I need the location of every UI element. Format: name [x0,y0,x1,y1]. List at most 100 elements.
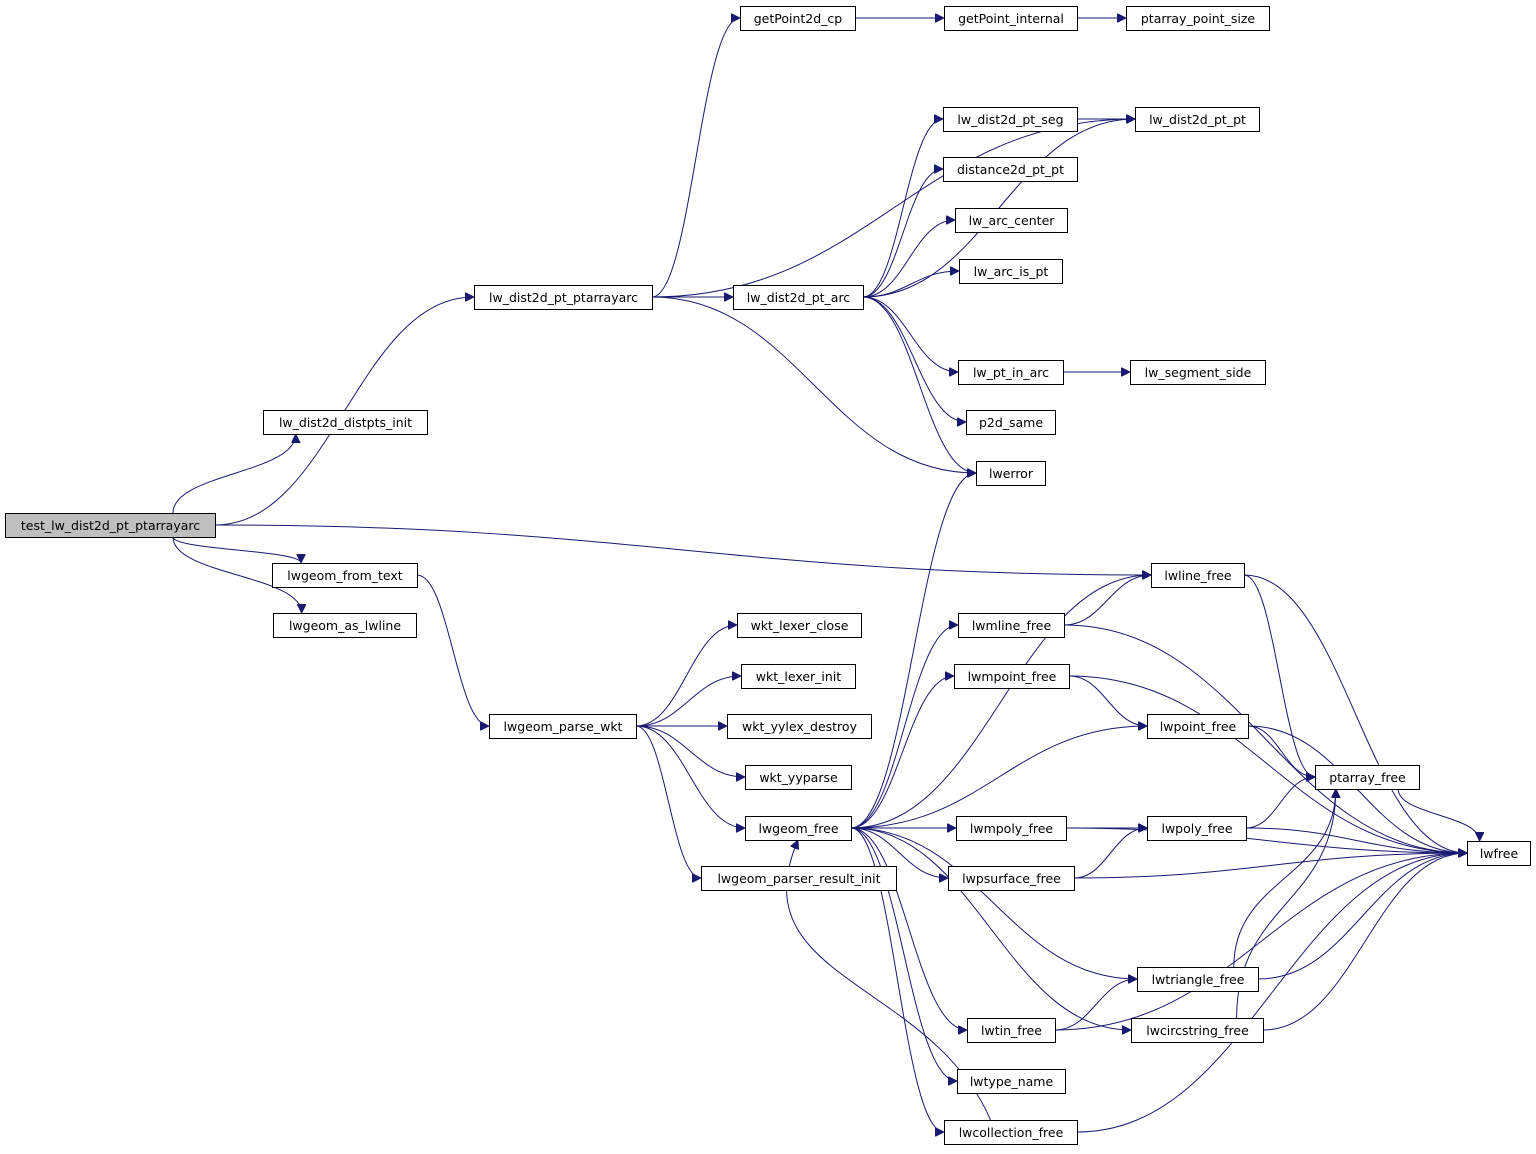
edge-ptarray_free-to-lwfree [1397,788,1479,842]
edge-lw_dist2d_pt_arc-to-lw_dist2d_pt_seg [862,119,944,298]
edge-lwgeom_free-to-lwpsurface_free [850,827,948,878]
node-test_lw_dist2d_pt_ptarrayarc[interactable]: test_lw_dist2d_pt_ptarrayarc [5,513,216,538]
node-lwtype_name[interactable]: lwtype_name [957,1069,1066,1094]
node-box [1315,765,1420,790]
edge-lwgeom_free-to-lwmline_free [850,625,958,829]
node-lwpoint_free[interactable]: lwpoint_free [1147,714,1249,739]
node-lwgeom_free[interactable]: lwgeom_free [745,816,852,841]
node-lwmline_free[interactable]: lwmline_free [958,613,1065,638]
node-box [948,866,1075,891]
edge-lw_dist2d_pt_arc-to-lwerror [862,296,976,473]
node-lw_dist2d_pt_pt[interactable]: lw_dist2d_pt_pt [1135,107,1260,132]
node-ptarray_free[interactable]: ptarray_free [1315,765,1420,790]
edge-lwmline_free-to-lwfree [1063,624,1467,853]
node-label: ptarray_point_size [1141,11,1256,26]
edge-lw_dist2d_pt_arc-to-lw_arc_center [862,220,955,298]
node-p2d_same[interactable]: p2d_same [966,410,1056,435]
edge-lw_dist2d_pt_ptarrayarc-to-getPoint2d_cp [651,18,741,298]
node-label: lw_dist2d_pt_pt [1149,112,1246,127]
edge-lwpsurface_free-to-lwpoly_free [1073,828,1147,879]
node-lwgeom_parser_result_init[interactable]: lwgeom_parser_result_init [701,866,897,891]
node-lw_dist2d_pt_arc[interactable]: lw_dist2d_pt_arc [733,285,864,310]
edge-lwgeom_free-to-lwtype_name [850,827,957,1081]
edge-lwgeom_free-to-lwtriangle_free [850,827,1137,979]
node-lwgeom_from_text[interactable]: lwgeom_from_text [272,563,418,588]
edge-lwgeom_free-to-lwerror [850,473,976,829]
edge-lwline_free-to-ptarray_free [1243,574,1316,777]
node-box [737,613,862,638]
node-lwpoly_free[interactable]: lwpoly_free [1147,816,1247,841]
node-label: lw_dist2d_pt_seg [957,112,1063,127]
node-lwcollection_free[interactable]: lwcollection_free [944,1120,1078,1145]
node-distance2d_pt_pt[interactable]: distance2d_pt_pt [943,157,1078,182]
node-wkt_yylex_destroy[interactable]: wkt_yylex_destroy [727,714,872,739]
edge-lwgeom_parse_wkt-to-wkt_lexer_close [635,625,737,727]
node-lwline_free[interactable]: lwline_free [1151,563,1245,588]
node-box [944,1120,1078,1145]
edge-lwgeom_free-to-lwcollection_free [850,827,945,1132]
edge-lw_dist2d_pt_arc-to-distance2d_pt_pt [862,169,943,298]
node-label: wkt_yyparse [759,770,838,785]
edge-test_lw_dist2d_pt_ptarrayarc-to-lw_dist2d_distpts_init [172,434,296,514]
node-box [966,410,1056,435]
node-label: lw_arc_is_pt [974,264,1049,279]
node-box [1147,816,1247,841]
node-lwtin_free[interactable]: lwtin_free [967,1018,1056,1043]
node-label: lwline_free [1164,568,1231,583]
edge-lwpsurface_free-to-lwfree [1073,853,1467,879]
node-label: p2d_same [979,415,1043,430]
edge-lwmpoly_free-to-lwfree [1065,827,1467,853]
node-label: lwpoint_free [1160,719,1237,734]
node-lw_dist2d_distpts_init[interactable]: lw_dist2d_distpts_init [263,410,428,435]
node-getPoint2d_cp[interactable]: getPoint2d_cp [740,6,856,31]
node-label: lw_arc_center [969,213,1056,228]
node-label: lw_dist2d_pt_arc [747,290,851,305]
node-label: ptarray_free [1329,770,1406,785]
node-ptarray_point_size[interactable]: ptarray_point_size [1126,6,1270,31]
node-lwgeom_parse_wkt[interactable]: lwgeom_parse_wkt [489,714,637,739]
node-label: lwgeom_free [758,821,838,836]
node-lwcircstring_free[interactable]: lwcircstring_free [1131,1018,1264,1043]
edge-lwline_free-to-lwfree [1243,574,1467,853]
node-box [263,410,428,435]
node-getPoint_internal[interactable]: getPoint_internal [944,6,1078,31]
node-box [727,714,872,739]
node-box [740,6,856,31]
node-label: lwtriangle_free [1152,972,1245,987]
node-box [959,259,1063,284]
node-lw_dist2d_pt_ptarrayarc[interactable]: lw_dist2d_pt_ptarrayarc [474,285,653,310]
edge-lwtriangle_free-to-ptarray_free [1233,789,1336,968]
edge-lwtin_free-to-lwfree [1054,853,1467,1031]
node-box [958,360,1064,385]
node-lwgeom_as_lwline[interactable]: lwgeom_as_lwline [273,613,417,638]
node-wkt_lexer_init[interactable]: wkt_lexer_init [741,664,856,689]
edge-lw_dist2d_pt_ptarrayarc-to-lwerror [651,296,976,473]
node-label: lwtype_name [970,1074,1054,1089]
node-box [489,714,637,739]
node-box [5,513,216,538]
node-lwfree[interactable]: lwfree [1467,841,1531,866]
node-wkt_yyparse[interactable]: wkt_yyparse [745,765,852,790]
node-lw_arc_center[interactable]: lw_arc_center [955,208,1068,233]
node-lwerror[interactable]: lwerror [976,461,1046,486]
node-label: lwtin_free [981,1023,1042,1038]
node-lwmpoint_free[interactable]: lwmpoint_free [954,664,1070,689]
node-lw_pt_in_arc[interactable]: lw_pt_in_arc [958,360,1064,385]
node-label: lwcircstring_free [1146,1023,1249,1038]
node-lwtriangle_free[interactable]: lwtriangle_free [1137,967,1259,992]
node-label: lwfree [1480,846,1519,861]
edge-lwgeom_parse_wkt-to-wkt_yyparse [635,725,745,777]
node-lw_dist2d_pt_seg[interactable]: lw_dist2d_pt_seg [943,107,1078,132]
node-lwpsurface_free[interactable]: lwpsurface_free [948,866,1075,891]
node-box [733,285,864,310]
node-lw_segment_side[interactable]: lw_segment_side [1130,360,1266,385]
node-label: lwpsurface_free [962,871,1061,886]
edge-lwgeom_from_text-to-lwgeom_parse_wkt [416,574,490,726]
node-lwmpoly_free[interactable]: lwmpoly_free [956,816,1067,841]
node-label: lwcollection_free [959,1125,1064,1140]
node-label: getPoint_internal [958,11,1064,26]
node-lw_arc_is_pt[interactable]: lw_arc_is_pt [959,259,1063,284]
node-wkt_lexer_close[interactable]: wkt_lexer_close [737,613,862,638]
